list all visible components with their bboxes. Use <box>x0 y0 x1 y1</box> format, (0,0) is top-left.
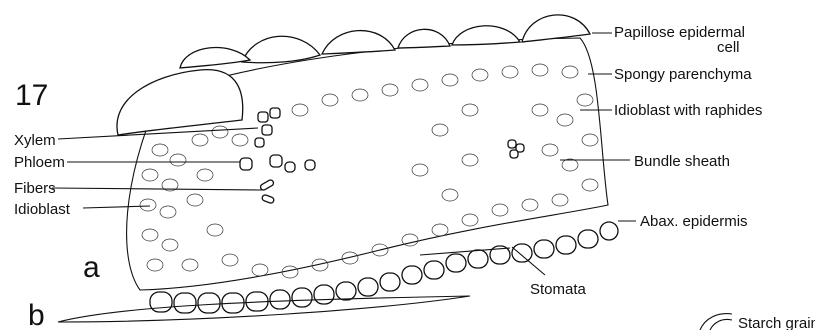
figure-number: 17 <box>15 79 48 112</box>
xylem-cells <box>255 108 280 147</box>
raphide-idioblast <box>508 140 524 158</box>
phloem-label: Phloem <box>14 154 65 171</box>
idioblast-raphides-label: Idioblast with raphides <box>614 102 762 119</box>
starch-grain-outline <box>700 314 732 330</box>
starch-grain-label: Starch grain <box>738 315 815 330</box>
panel-a-label: a <box>83 251 100 284</box>
fibers-label: Fibers <box>14 180 56 197</box>
idioblast-label: Idioblast <box>14 201 71 218</box>
abaxial-epidermis-cells <box>150 222 618 313</box>
spongy-parenchyma-label: Spongy parenchyma <box>614 66 752 83</box>
fiber-cells <box>259 179 274 204</box>
phloem-cells <box>240 155 315 172</box>
starch-grain-inner <box>710 319 732 330</box>
panel-b-label: b <box>28 299 45 330</box>
leader-lines <box>52 33 636 275</box>
abaxial-epidermis-label: Abax. epidermis <box>640 213 748 230</box>
stomata-label: Stomata <box>530 281 587 298</box>
bundle-sheath-label: Bundle sheath <box>634 153 730 170</box>
papillose-epidermal-label-cont: cell <box>717 39 740 56</box>
papillose-epidermal-cells <box>117 15 590 135</box>
xylem-label: Xylem <box>14 132 56 149</box>
